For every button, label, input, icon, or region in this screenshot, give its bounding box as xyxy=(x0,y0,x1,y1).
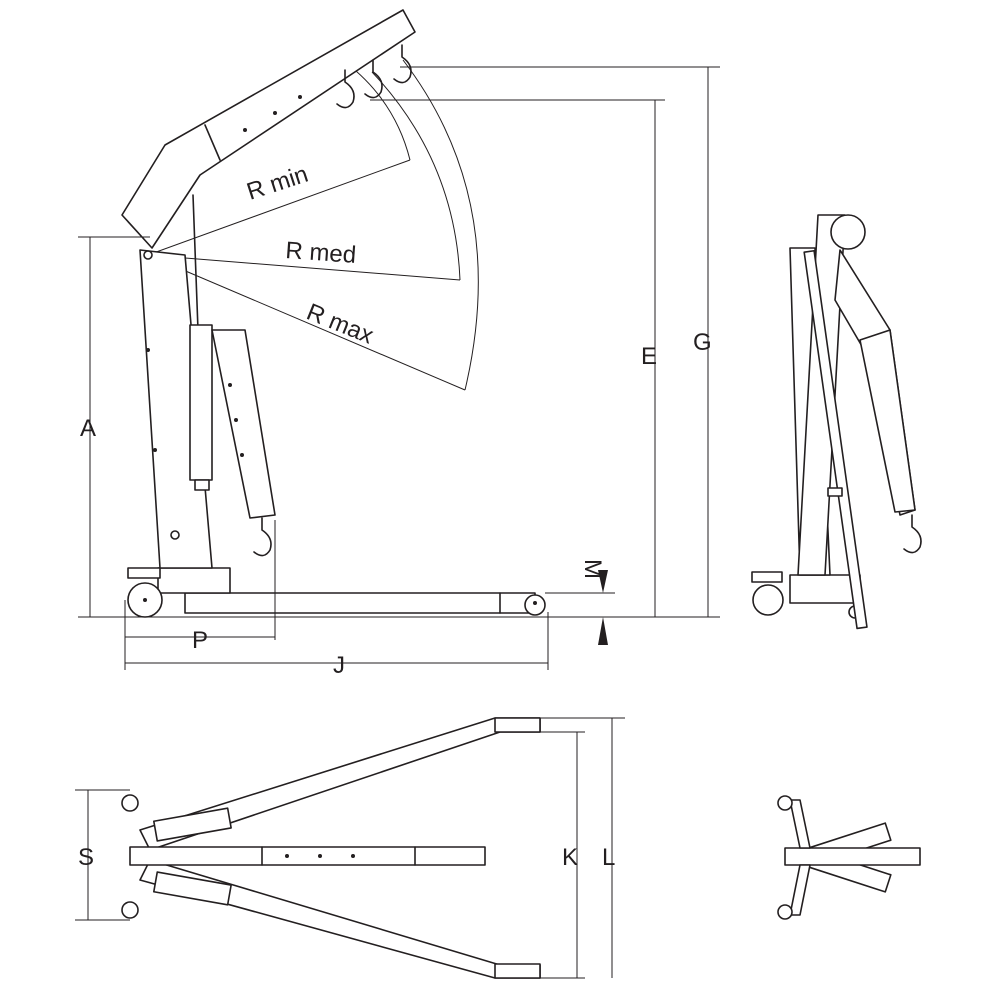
cylinder-rod xyxy=(192,194,199,331)
dimension-lines xyxy=(78,66,720,670)
folded-top-view xyxy=(777,795,921,920)
hydraulic-cylinder xyxy=(189,324,213,481)
base-block xyxy=(157,567,231,594)
boom-hooks xyxy=(336,44,412,109)
dim-label-s: S xyxy=(78,844,94,871)
dim-label-j: J xyxy=(333,652,345,679)
top-leg-lower xyxy=(139,859,541,979)
top-view: S K L xyxy=(75,717,625,979)
label-r-med: R med xyxy=(285,237,357,269)
label-r-max: R max xyxy=(303,299,377,350)
dim-label-k: K xyxy=(562,844,578,871)
dim-label-m: M xyxy=(579,559,606,579)
dim-label-p: P xyxy=(192,627,208,654)
dim-label-g: G xyxy=(693,329,712,356)
dim-label-e: E xyxy=(641,343,657,370)
side-view: R min R med R max A E G M P J xyxy=(78,9,720,679)
hook-low xyxy=(253,517,272,557)
mast xyxy=(139,249,213,569)
boom-extension-arm xyxy=(211,329,276,519)
boom xyxy=(121,9,416,249)
base-leg xyxy=(184,592,536,614)
dim-label-l: L xyxy=(602,844,615,871)
folded-view xyxy=(751,214,922,630)
top-mast-beam xyxy=(129,846,486,866)
dim-label-a: A xyxy=(80,415,96,442)
